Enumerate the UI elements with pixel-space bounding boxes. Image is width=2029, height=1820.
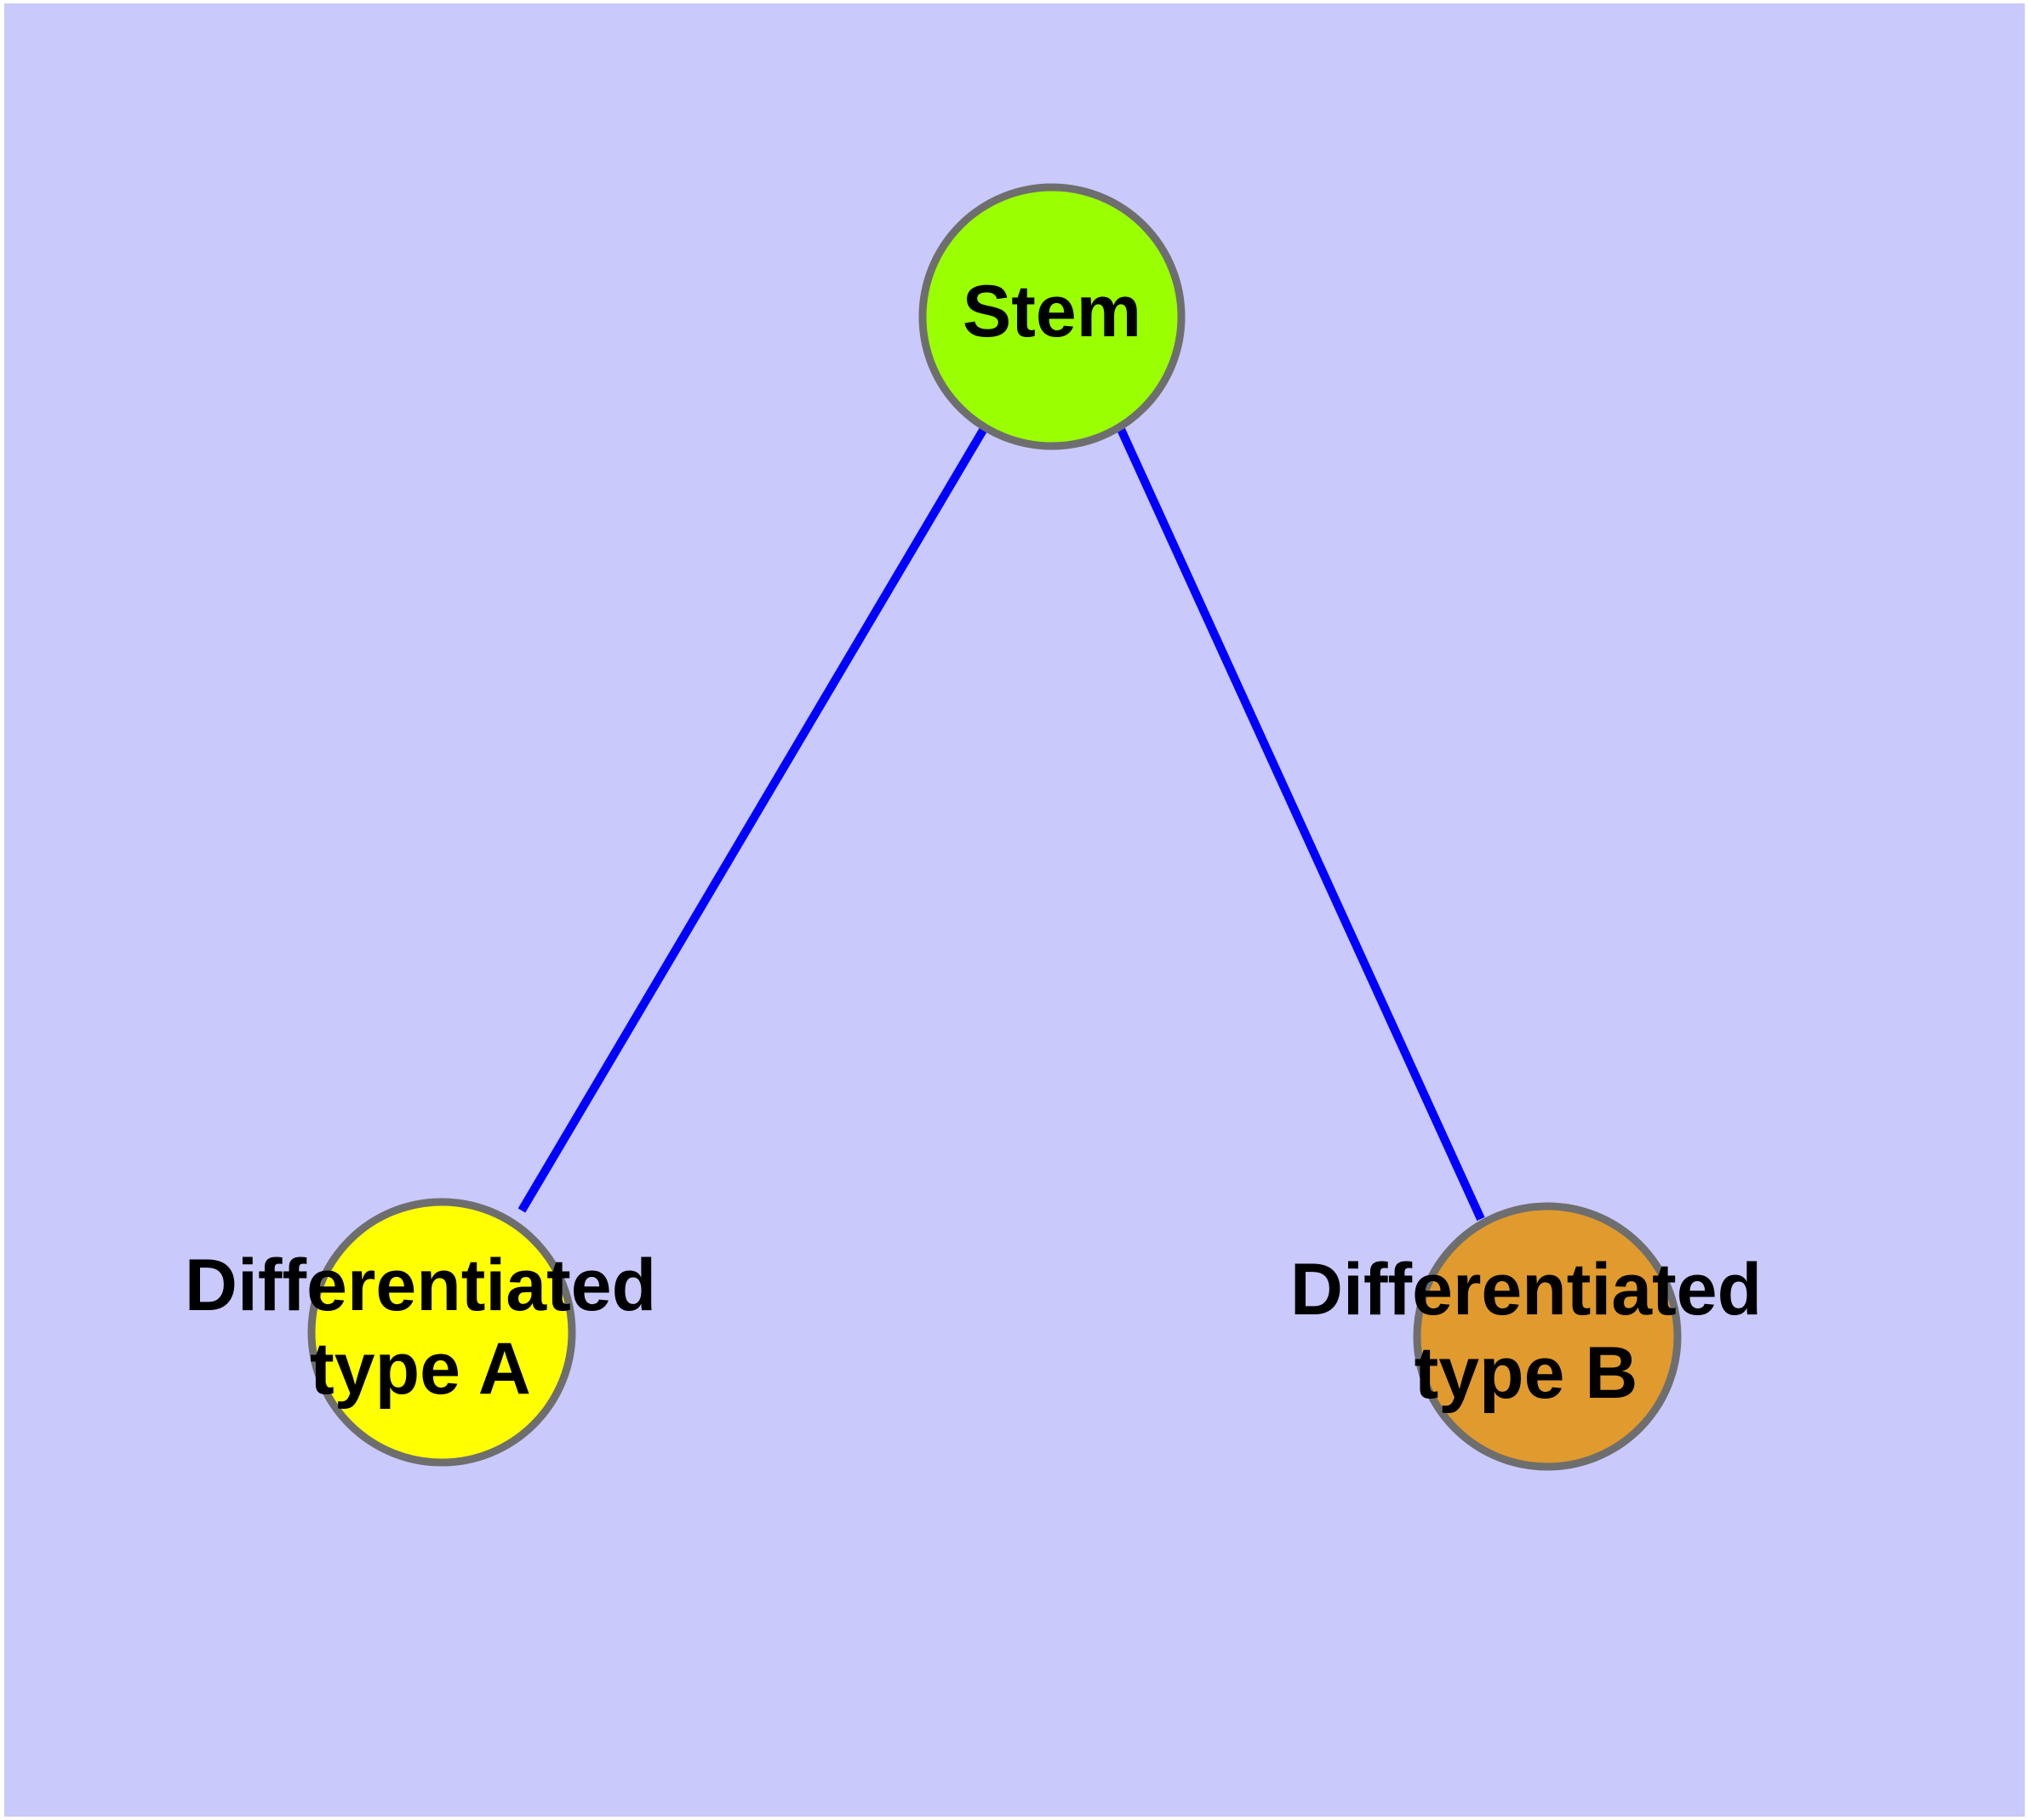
edges-layer: [517, 425, 1485, 1222]
node-label-line: type B: [1415, 1332, 1638, 1414]
edge-stem-to-diff_b[interactable]: [1116, 425, 1485, 1222]
node-label-stem: Stem: [963, 271, 1141, 352]
node-stem[interactable]: [918, 183, 1186, 450]
nodes-layer: [307, 183, 1682, 1471]
node-label-line: type A: [310, 1328, 531, 1410]
node-label-line: Differentiated: [1290, 1249, 1762, 1331]
edge-stem-to-diff_a[interactable]: [517, 425, 989, 1213]
node-label-line: Differentiated: [185, 1245, 656, 1326]
node-diff_a[interactable]: [307, 1198, 576, 1467]
node-diff_b[interactable]: [1413, 1202, 1682, 1471]
node-label-line: Stem: [963, 271, 1141, 352]
